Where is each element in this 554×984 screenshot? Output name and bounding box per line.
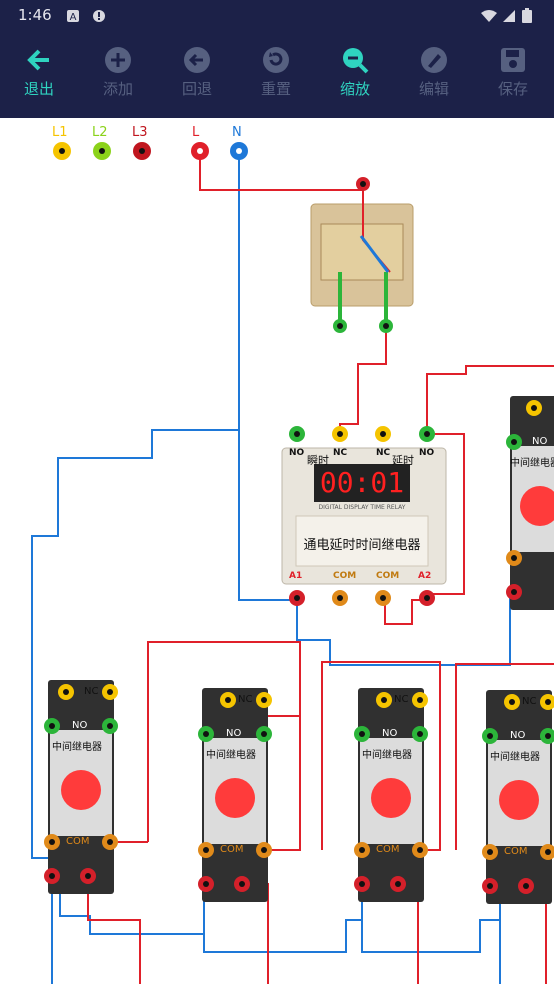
undo-button[interactable]: 回退 <box>162 46 232 110</box>
battery-icon <box>522 8 532 23</box>
terminal-label-l3: L3 <box>132 125 148 140</box>
relay-2-name: 中间继电器 <box>206 750 256 761</box>
source-terminals <box>53 142 248 160</box>
relay-5-no-label: NO <box>532 436 548 447</box>
timer-display-bg <box>314 464 410 502</box>
relay-1-name: 中间继电器 <box>52 742 102 753</box>
relay-2-com-label: COM <box>220 844 244 855</box>
relay-body <box>354 688 428 902</box>
edit-button[interactable]: 编辑 <box>399 46 469 110</box>
undo-label: 回退 <box>181 80 212 98</box>
zoom-label: 缩放 <box>339 80 370 98</box>
timer-label-a1: A1 <box>289 571 303 581</box>
terminal-label-l2: L2 <box>92 125 108 140</box>
timer-subtitle: DIGITAL DISPLAY TIME RELAY <box>318 504 406 511</box>
status-bar: 1:46 A <box>0 0 554 32</box>
relay-3-com-label: COM <box>376 844 400 855</box>
reset-button[interactable]: 重置 <box>241 46 311 110</box>
exit-button[interactable]: 退出 <box>4 46 74 110</box>
notification-a-icon: A <box>66 8 80 23</box>
edit-label: 编辑 <box>418 80 449 98</box>
relay-5[interactable]: NO 中间继电器 <box>506 394 554 610</box>
relay-1-com-label: COM <box>66 836 90 847</box>
relay-2-no-label: NO <box>226 728 242 739</box>
relay-body <box>482 690 554 904</box>
switch-lever <box>359 235 390 273</box>
relay-3-no-label: NO <box>382 728 398 739</box>
zoom-out-icon <box>343 48 369 74</box>
timer-face <box>295 515 429 567</box>
relay-1-no-label: NO <box>72 720 88 731</box>
timer-label-com1: COM <box>333 571 357 581</box>
arrow-left-icon <box>27 49 49 71</box>
save-label: 保存 <box>497 80 528 98</box>
relay-body <box>198 688 272 902</box>
notification-dot-icon <box>92 8 106 22</box>
svg-text:A: A <box>70 12 77 23</box>
cell-signal-icon <box>502 8 516 22</box>
relay-1[interactable]: NC NO 中间继电器 COM <box>44 678 118 894</box>
timer-display: 00:01 <box>319 466 405 499</box>
red-wires <box>87 152 554 984</box>
reset-label: 重置 <box>260 80 291 98</box>
relay-3-name: 中间继电器 <box>362 750 412 761</box>
timer-label-instant: 瞬时 <box>307 454 329 467</box>
relay-5-name: 中间继电器 <box>510 458 554 469</box>
terminal-label-l1: L1 <box>52 125 68 140</box>
relay-body <box>506 396 554 610</box>
timer-label-com2: COM <box>376 571 400 581</box>
relay-4-no-label: NO <box>510 730 526 741</box>
back-circle-icon <box>184 47 210 73</box>
wifi-icon <box>480 8 498 22</box>
relay-4[interactable]: NC NO 中间继电器 COM <box>482 688 554 904</box>
terminal-label-l: L <box>192 125 200 140</box>
relay-4-nc-label: NC <box>522 696 537 707</box>
add-button[interactable]: 添加 <box>83 46 153 110</box>
timer-label-no1: NO <box>289 448 305 458</box>
timer-label-nc2: NC <box>376 448 391 458</box>
status-time: 1:46 <box>18 6 52 24</box>
timer-label-a2: A2 <box>418 571 432 581</box>
relay-3-nc-label: NC <box>394 694 409 705</box>
relay-1-nc-label: NC <box>84 686 99 697</box>
edit-icon <box>421 47 447 73</box>
relay-2-nc-label: NC <box>238 694 253 705</box>
zoom-button[interactable]: 缩放 <box>320 46 390 110</box>
wiring-canvas[interactable]: L1 L2 L3 L N 00:01 DIGITAL DISPLAY TIME … <box>0 118 554 984</box>
terminal-label-n: N <box>232 125 242 140</box>
timer-name: 通电延时时间继电器 <box>303 538 421 553</box>
green-wires <box>338 272 388 326</box>
save-icon <box>501 48 525 72</box>
timer-label-delay: 延时 <box>392 454 414 467</box>
save-button[interactable]: 保存 <box>478 46 548 110</box>
relay-4-name: 中间继电器 <box>490 752 540 763</box>
relay-body <box>44 680 118 894</box>
reset-icon <box>263 47 289 73</box>
timer-label-no2: NO <box>419 448 435 458</box>
exit-label: 退出 <box>23 80 54 98</box>
toolbar: 退出 添加 回退 重置 缩放 编辑 保存 <box>0 32 554 118</box>
relay-3[interactable]: NC NO 中间继电器 COM <box>354 686 428 902</box>
relay-2[interactable]: NC NO 中间继电器 COM <box>198 686 272 902</box>
timer-terminals <box>289 177 435 606</box>
add-label: 添加 <box>102 80 133 98</box>
timer-label-nc1: NC <box>333 448 348 458</box>
wiring-diagram <box>31 152 554 984</box>
relay-4-com-label: COM <box>504 846 528 857</box>
plus-circle-icon <box>105 47 131 73</box>
